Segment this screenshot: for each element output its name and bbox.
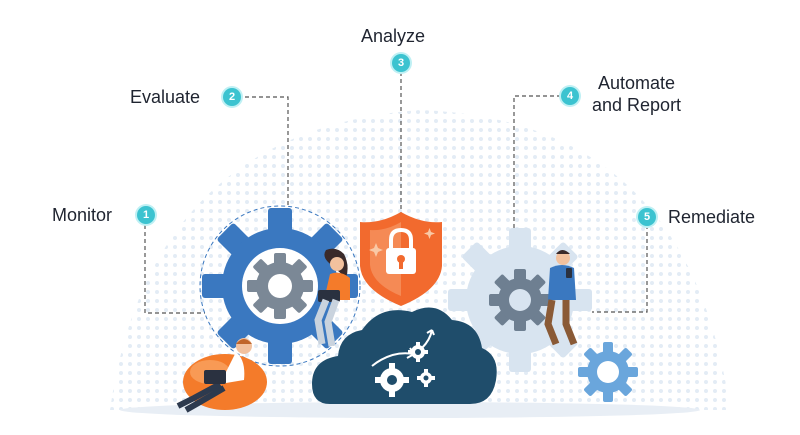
connector-evaluate bbox=[238, 96, 289, 218]
step-label-automate-report: Automate and Report bbox=[592, 73, 682, 115]
step-label-monitor: Monitor bbox=[52, 205, 113, 225]
ground-shadow bbox=[120, 402, 700, 418]
connector-remediate bbox=[592, 225, 648, 313]
step-label-remediate: Remediate bbox=[668, 207, 756, 227]
step-label-analyze: Analyze bbox=[361, 26, 426, 46]
step-badge-2: 2 bbox=[223, 88, 241, 106]
connector-monitor bbox=[144, 225, 205, 314]
person-on-beanbag bbox=[176, 338, 267, 413]
laptop-icon bbox=[204, 370, 226, 384]
connector-lines bbox=[144, 72, 648, 314]
step-badge-3: 3 bbox=[392, 54, 410, 72]
step-badge-4: 4 bbox=[561, 87, 579, 105]
laptop-icon bbox=[318, 290, 340, 302]
connector-automate bbox=[513, 95, 561, 244]
shield-lock-icon bbox=[360, 212, 442, 306]
cloud-gears-icon bbox=[312, 307, 497, 404]
person-woman bbox=[314, 248, 350, 347]
person-man bbox=[544, 250, 578, 346]
step-badge-1: 1 bbox=[137, 206, 155, 224]
step-label-evaluate: Evaluate bbox=[130, 87, 201, 107]
step-badge-5: 5 bbox=[638, 208, 656, 226]
small-gear-icon bbox=[578, 342, 638, 402]
